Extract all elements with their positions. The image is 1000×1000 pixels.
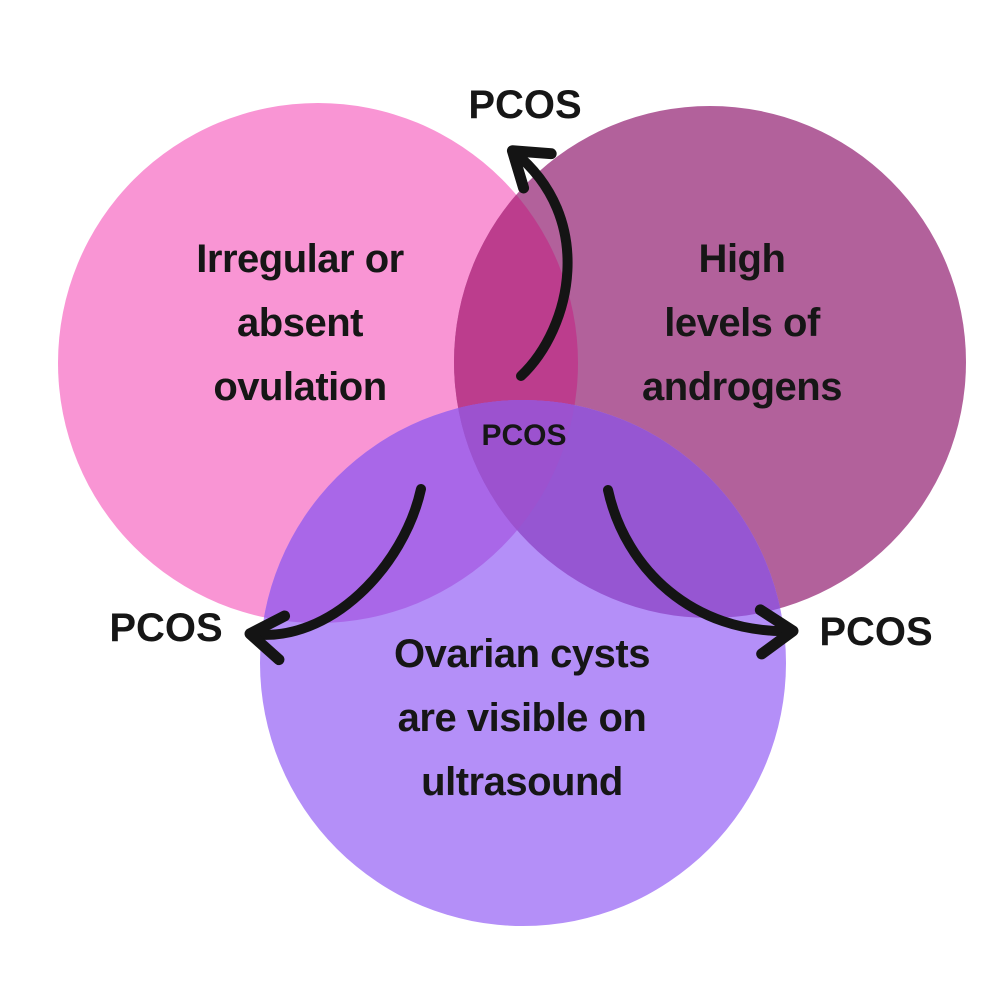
pcos-label-center: PCOS (481, 419, 567, 452)
arrow-right (603, 485, 799, 660)
cysts-label-line1: Ovarian cysts (394, 632, 650, 676)
androgens-label-line1: High (698, 237, 786, 281)
pcos-label-top: PCOS (468, 83, 582, 127)
arrow-left (244, 484, 426, 666)
ovulation-circle-label: Irregular or absent ovulation (196, 227, 404, 419)
arrow-top (506, 145, 573, 381)
overlap-pink-lavender (260, 400, 578, 623)
androgens-circle-label: High levels of androgens (642, 227, 842, 419)
androgens-label-line3: androgens (642, 365, 842, 409)
cysts-label-line2: are visible on (397, 696, 647, 740)
ovulation-label-line1: Irregular or (196, 237, 404, 281)
cysts-label-line3: ultrasound (421, 760, 623, 804)
pcos-label-left: PCOS (109, 606, 223, 650)
ovulation-label-line2: absent (237, 301, 363, 345)
pcos-label-right: PCOS (819, 610, 933, 654)
ovulation-label-line3: ovulation (213, 365, 387, 409)
overlap-mauve-lavender (454, 400, 786, 618)
androgens-label-line2: levels of (664, 301, 820, 345)
cysts-circle-label: Ovarian cysts are visible on ultrasound (394, 622, 650, 814)
